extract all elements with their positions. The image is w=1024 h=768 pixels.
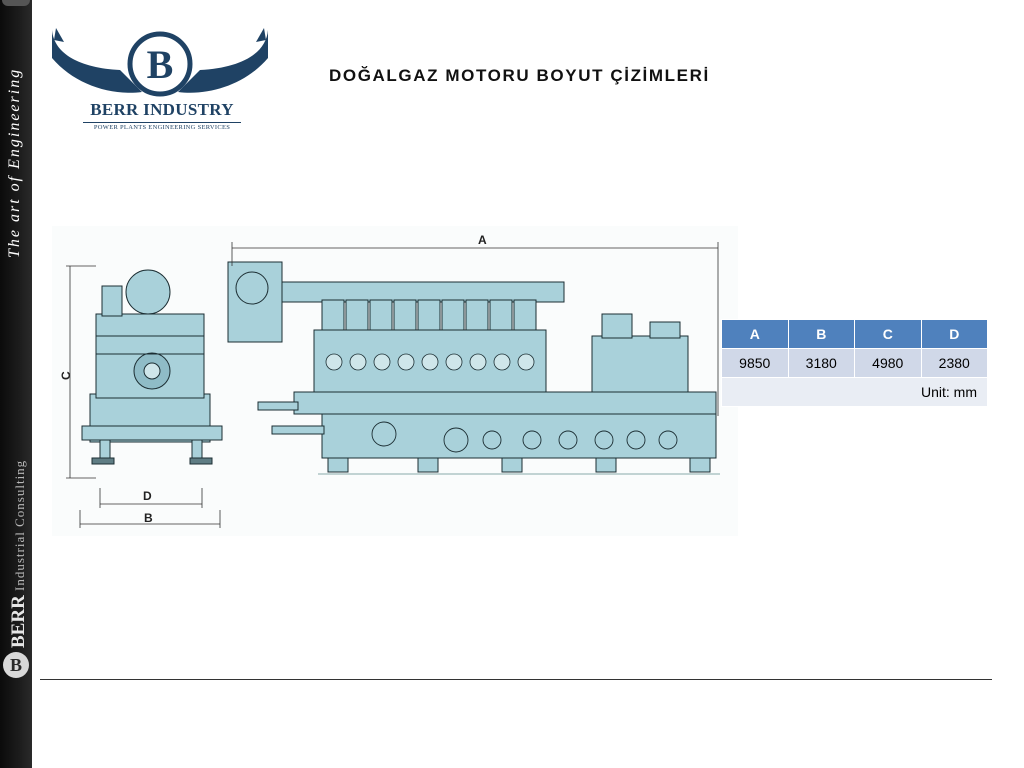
value-d: 2380 (921, 349, 987, 377)
header-b: B (788, 320, 854, 348)
logo-right-wing (178, 30, 268, 93)
crankcase-ports (325, 353, 535, 371)
sidebar-band (0, 0, 32, 768)
dimension-b-label: B (144, 511, 153, 525)
logo-left-horn (54, 28, 64, 42)
engine-dimension-drawing: C D B (52, 226, 738, 536)
dimension-d-label: D (143, 489, 152, 503)
logo-letter: B (147, 42, 174, 87)
logo-subtitle: POWER PLANTS ENGINEERING SERVICES (83, 122, 241, 131)
logo-left-wing (52, 30, 142, 93)
header-d: D (921, 320, 987, 348)
dimension-b (79, 510, 221, 528)
dimension-c (66, 265, 96, 479)
logo-name: BERR INDUSTRY (90, 100, 234, 119)
table-row: 9850 3180 4980 2380 (722, 349, 987, 377)
dimensions-table: A B C D 9850 3180 4980 2380 Unit: mm (721, 319, 988, 407)
table-header-row: A B C D (722, 320, 987, 348)
logo-circle (127, 31, 193, 97)
sidebar-cap (2, 0, 30, 6)
company-vertical-name: BERR Industrial Consulting (8, 460, 30, 648)
header-c: C (855, 320, 921, 348)
logo-right-horn (256, 28, 266, 42)
bottom-divider (40, 679, 992, 680)
base-frame-ports (371, 421, 678, 453)
dimension-d (99, 488, 203, 508)
value-c: 4980 (855, 349, 921, 377)
company-vertical-rest: Industrial Consulting (12, 459, 27, 596)
dimension-a-label: A (478, 233, 487, 247)
unit-note: Unit: mm (722, 378, 987, 406)
value-b: 3180 (788, 349, 854, 377)
tagline: The art of Engineering (6, 67, 23, 258)
dimension-c-label: C (59, 371, 73, 380)
engine-end-view (81, 269, 223, 465)
table-unit-row: Unit: mm (722, 378, 987, 406)
page-title: DOĞALGAZ MOTORU BOYUT ÇİZİMLERİ (329, 66, 710, 85)
berr-industry-logo: B (52, 28, 268, 97)
value-a: 9850 (722, 349, 788, 377)
header-a: A (722, 320, 788, 348)
company-vertical-bold: BERR (8, 595, 29, 648)
sidebar-logo-icon: B (3, 652, 29, 678)
dimension-a (231, 242, 719, 416)
